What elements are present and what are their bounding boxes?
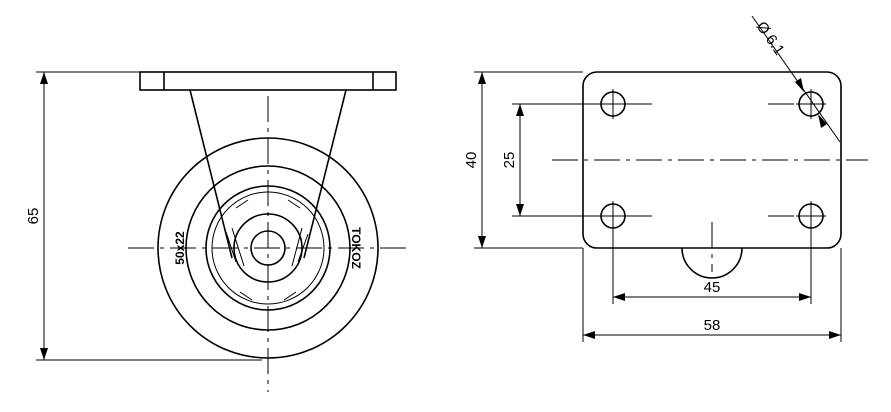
wheel-brand-marking: TOKOZ [349, 227, 363, 269]
plate-top-view: 40 25 45 58 Ø 6.1 [463, 15, 868, 342]
mounting-plate-side [139, 71, 397, 91]
caster-side-view: 50x22 TOKOZ 65 [25, 71, 408, 392]
wheel-below-plate [681, 247, 743, 279]
height-dimension-label: 65 [25, 208, 42, 225]
hole-spacing-x-dimension-label: 45 [704, 279, 721, 296]
hole-diameter-label: Ø 6.1 [753, 19, 788, 59]
fork-bracket [189, 89, 347, 259]
plate-length-dimension-label: 58 [704, 317, 721, 334]
hole-spacing-y-dimension-label: 25 [501, 152, 518, 169]
hole-diameter-leader [751, 15, 841, 143]
plate-width-dimension-label: 40 [463, 152, 480, 169]
wheel-size-marking: 50x22 [173, 231, 187, 265]
